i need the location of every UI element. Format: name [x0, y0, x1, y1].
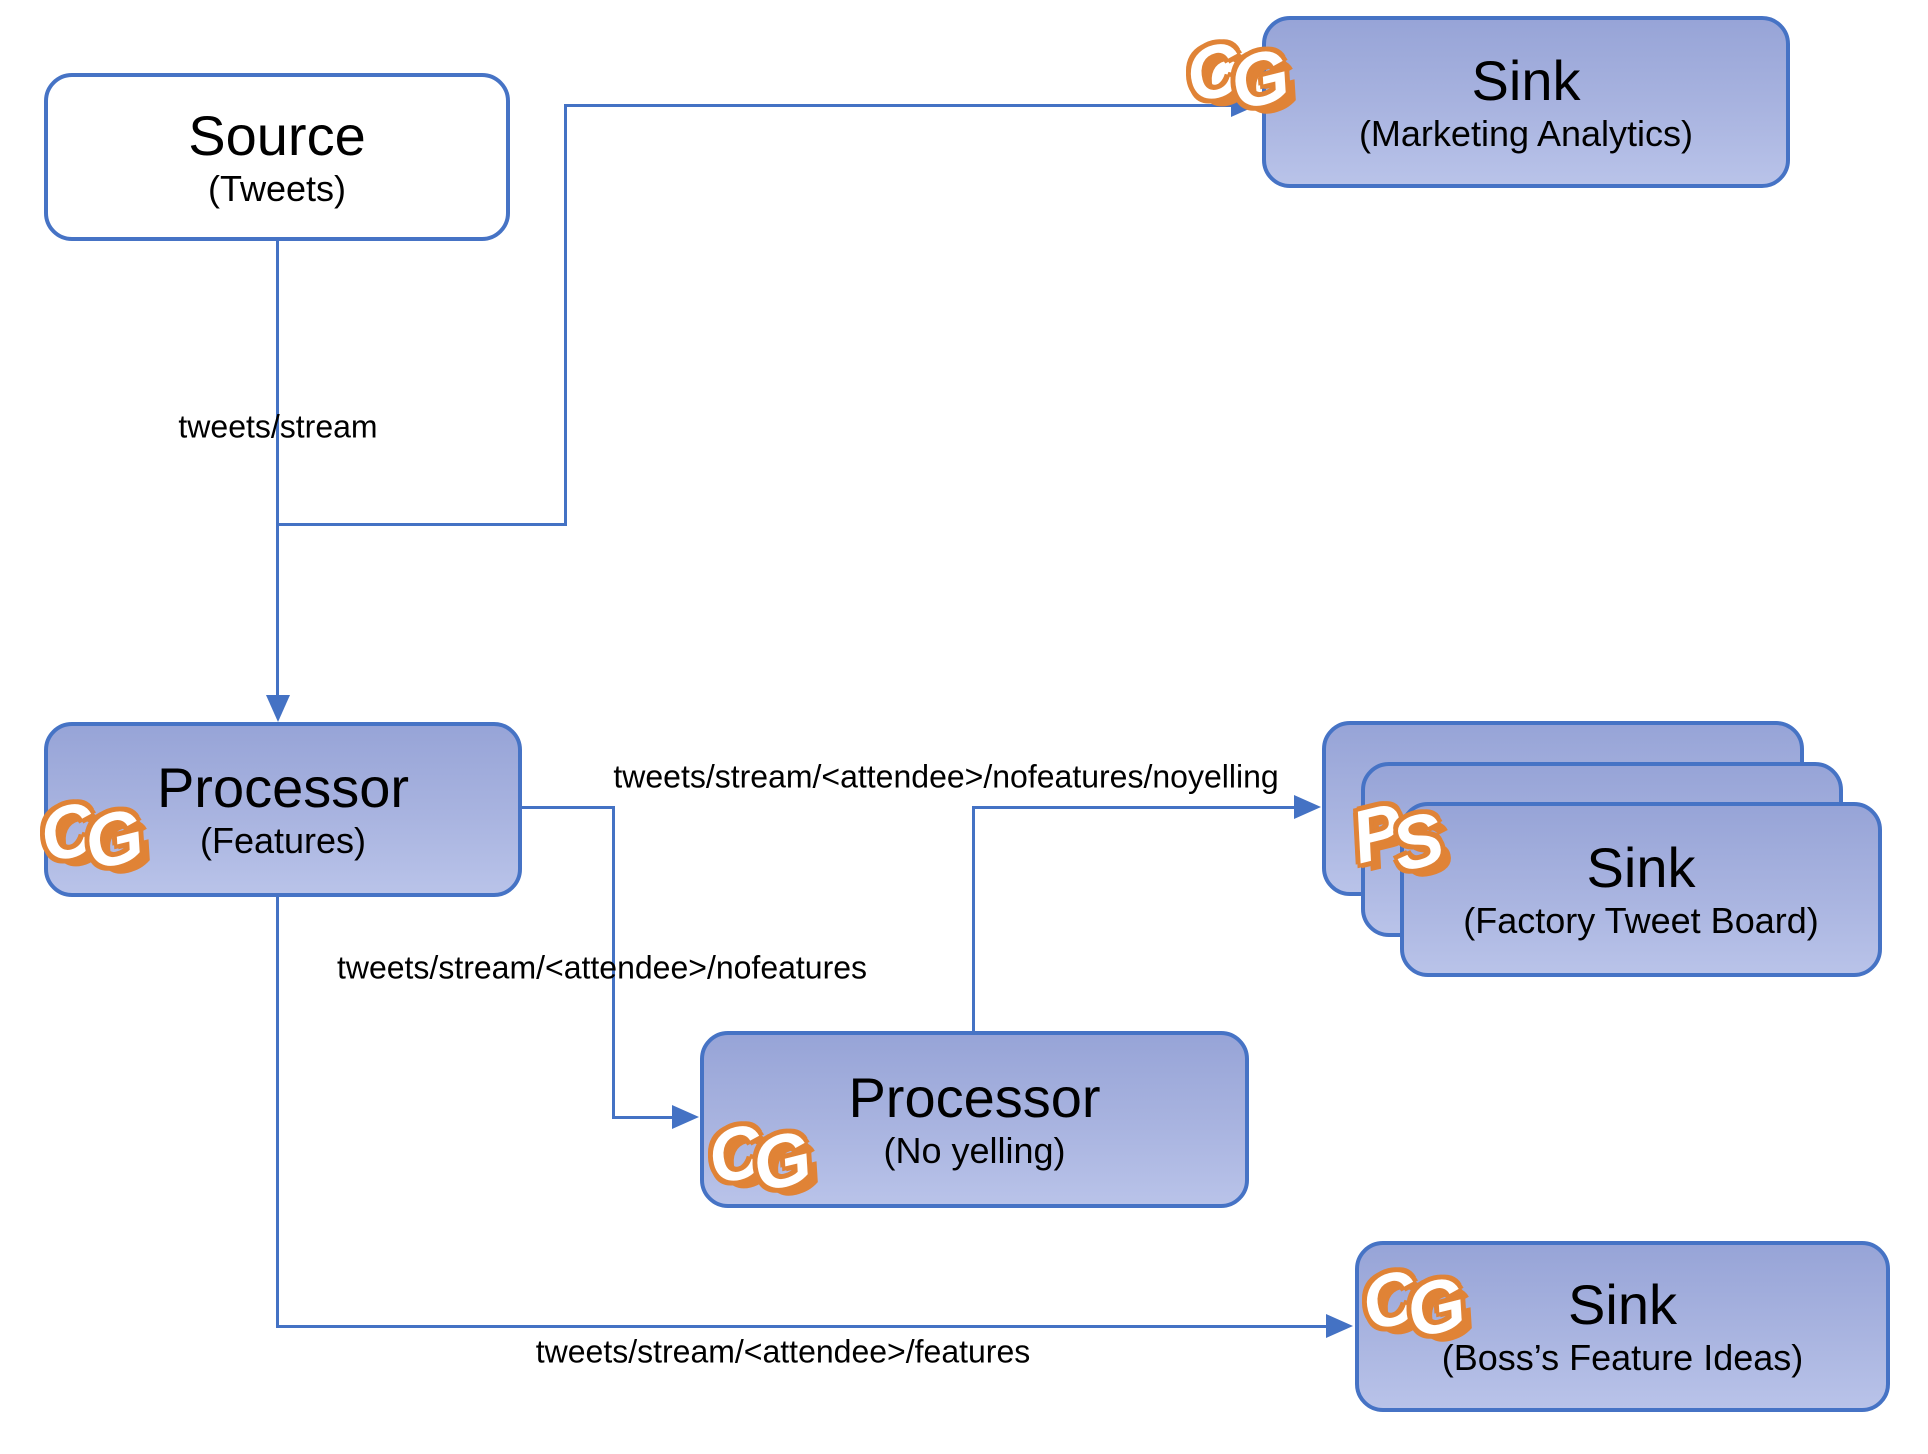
edge-features-to-noyelling-line-2 [612, 806, 615, 1119]
node-sink-marketing-title: Sink [1471, 48, 1581, 112]
edge-noyelling-to-factory-line-1 [972, 806, 975, 1034]
node-source-title: Source [188, 103, 366, 167]
edge-label-nofeatures-noyelling: tweets/stream/<attendee>/nofeatures/noye… [613, 758, 1279, 795]
edge-label-nofeatures: tweets/stream/<attendee>/nofeatures [336, 949, 868, 986]
edge-label-tweets-stream: tweets/stream [178, 408, 378, 445]
edge-features-to-boss-line-1 [276, 895, 279, 1327]
edge-source-to-features-arrowhead [266, 695, 290, 722]
cg-logo-marketing: CG [1177, 19, 1298, 126]
node-sink-boss: Sink (Boss’s Feature Ideas) [1355, 1241, 1890, 1412]
node-sink-marketing-subtitle: (Marketing Analytics) [1358, 112, 1694, 154]
edge-source-to-features-line [276, 241, 279, 696]
node-sink-factory-title: Sink [1586, 836, 1696, 900]
node-processor-noyelling-subtitle: (No yelling) [883, 1130, 1066, 1172]
ps-logo-factory: PS [1343, 783, 1452, 888]
node-sink-boss-title: Sink [1568, 1273, 1677, 1337]
node-sink-factory-subtitle: (Factory Tweet Board) [1463, 900, 1819, 942]
edge-features-to-noyelling-line-1 [522, 806, 615, 809]
edge-features-to-boss-arrowhead [1326, 1314, 1353, 1338]
edge-features-to-noyelling-line-3 [612, 1116, 674, 1119]
node-sink-marketing: Sink (Marketing Analytics) [1262, 16, 1790, 188]
node-sink-factory: Sink (Factory Tweet Board) [1322, 721, 1894, 979]
node-processor-features-title: Processor [156, 756, 410, 820]
node-sink-boss-subtitle: (Boss’s Feature Ideas) [1441, 1337, 1804, 1379]
edge-source-to-marketing-line-1 [276, 523, 567, 526]
node-source-subtitle: (Tweets) [207, 167, 347, 209]
node-processor-noyelling-title: Processor [848, 1066, 1101, 1130]
edge-noyelling-to-factory-line-2 [972, 806, 1296, 809]
cg-logo-boss: CG [1353, 1247, 1474, 1354]
edge-label-features: tweets/stream/<attendee>/features [535, 1333, 1031, 1370]
edge-features-to-boss-line-2 [276, 1325, 1327, 1328]
node-source: Source (Tweets) [44, 73, 510, 241]
node-sink-factory-front-card: Sink (Factory Tweet Board) [1400, 802, 1882, 977]
edge-source-to-marketing-line-3 [564, 104, 1232, 107]
edge-source-to-marketing-line-2 [564, 104, 567, 526]
edge-features-to-noyelling-arrowhead [672, 1105, 699, 1129]
node-processor-features-subtitle: (Features) [199, 820, 367, 862]
node-processor-noyelling: Processor (No yelling) [700, 1031, 1249, 1208]
cg-logo-features: CG [31, 779, 152, 886]
edge-source-to-marketing-arrowhead [1231, 93, 1258, 117]
node-processor-features: Processor (Features) [44, 722, 522, 897]
edge-noyelling-to-factory-arrowhead [1294, 795, 1321, 819]
cg-logo-noyelling: CG [699, 1101, 820, 1208]
